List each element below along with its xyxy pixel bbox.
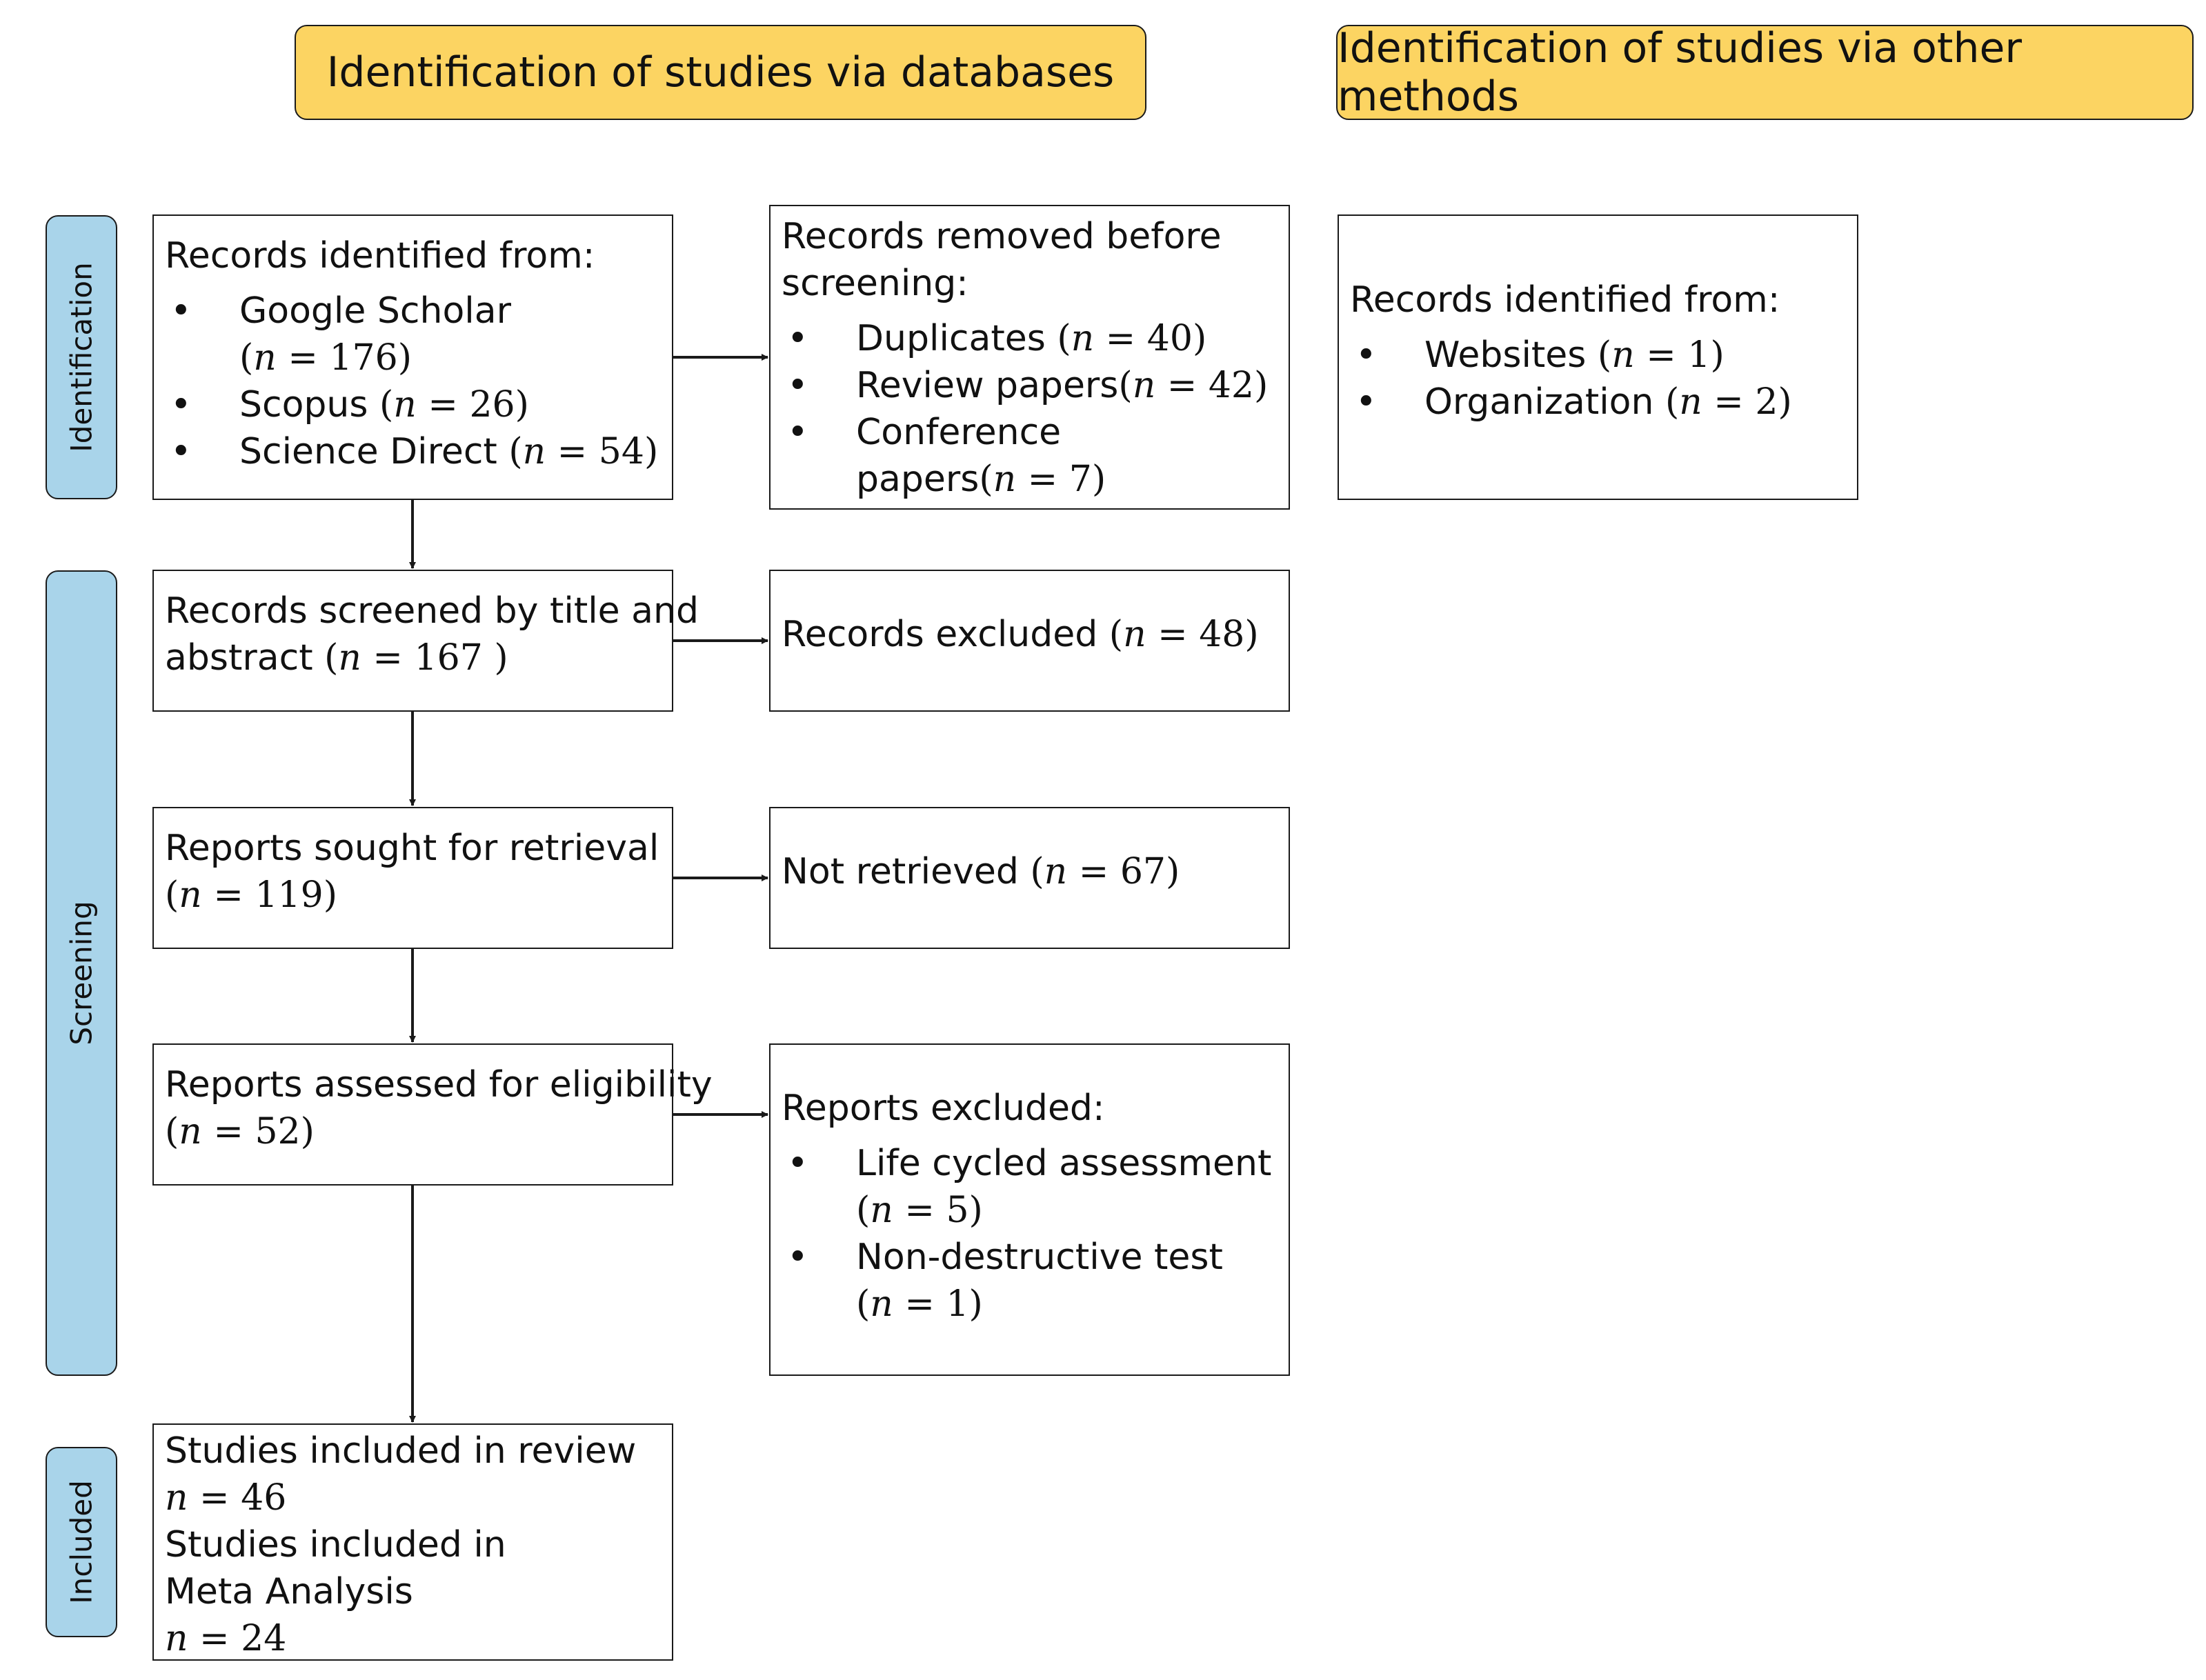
other-records-box: Records identified from: Websites (n = 1… — [1338, 214, 1858, 500]
db-records-title: Records identified from: — [165, 235, 595, 277]
reports-excluded-label: Life cycled assessment — [856, 1143, 1272, 1184]
db-records-box: Records identified from: Google Scholar … — [152, 214, 673, 500]
reports-excluded-box: Reports excluded: Life cycled assessment… — [769, 1043, 1290, 1376]
removed-reason-label-cont: papers(n = 7) — [856, 459, 1106, 500]
list-item: Review papers(n = 42) — [782, 362, 1278, 409]
other-source-label: Organization — [1424, 381, 1654, 423]
reports-excluded-count: (n = 1) — [856, 1283, 983, 1325]
records-screened-line-2: abstract (n = 167 ) — [165, 637, 508, 679]
db-source-count: (n = 54) — [508, 431, 659, 472]
phase-included: Included — [46, 1447, 117, 1637]
not-retrieved-count: (n = 67) — [1030, 851, 1180, 892]
records-excluded-box: Records excluded (n = 48) — [769, 570, 1290, 712]
removed-reason-label: Duplicates — [856, 318, 1046, 359]
reports-sought-count: (n = 119) — [165, 874, 337, 916]
removed-reason-count: (n = 42) — [1118, 365, 1269, 406]
other-records-title: Records identified from: — [1350, 279, 1780, 321]
list-item: Non-destructive test (n = 1) — [782, 1234, 1278, 1328]
other-source-count: (n = 1) — [1597, 334, 1725, 376]
list-item: Life cycled assessment (n = 5) — [782, 1140, 1278, 1234]
list-item: Google Scholar (n = 176) — [165, 288, 661, 381]
header-other-methods: Identification of studies via other meth… — [1336, 24, 2194, 121]
removed-reason-count: (n = 7) — [979, 459, 1106, 500]
records-removed-box: Records removed before screening: Duplic… — [769, 205, 1290, 510]
studies-included-line-1: Studies included in review — [165, 1430, 637, 1472]
other-source-count: (n = 2) — [1665, 381, 1792, 423]
records-excluded-text: Records excluded (n = 48) — [782, 614, 1259, 655]
reports-assessed-count: (n = 52) — [165, 1111, 315, 1152]
list-item: Duplicates (n = 40) — [782, 315, 1278, 362]
records-screened-line-1: Records screened by title and — [165, 590, 699, 632]
phase-identification: Identification — [46, 215, 117, 499]
phase-screening-label: Screening — [64, 901, 99, 1046]
removed-reason-label: Review papers — [856, 365, 1119, 406]
removed-reason-count: (n = 40) — [1057, 318, 1207, 359]
studies-included-box: Studies included in review n = 46 Studie… — [152, 1423, 673, 1661]
db-source-label: Google Scholar — [239, 290, 511, 332]
header-databases: Identification of studies via databases — [295, 25, 1146, 120]
other-source-label: Websites — [1424, 334, 1587, 376]
reports-excluded-label: Non-destructive test — [856, 1237, 1223, 1278]
list-item: Science Direct (n = 54) — [165, 428, 661, 475]
reports-excluded-count: (n = 5) — [856, 1190, 983, 1231]
list-item: Websites (n = 1) — [1350, 332, 1846, 379]
phase-identification-label: Identification — [64, 262, 99, 452]
header-other-methods-text: Identification of studies via other meth… — [1338, 24, 2023, 121]
other-records-list: Websites (n = 1) Organization (n = 2) — [1350, 332, 1846, 426]
reports-sought-box: Reports sought for retrieval (n = 119) — [152, 807, 673, 949]
records-removed-title-2: screening: — [782, 263, 968, 304]
studies-included-line-2: Studies included in — [165, 1524, 506, 1566]
phase-included-label: Included — [64, 1480, 99, 1604]
phase-screening: Screening — [46, 570, 117, 1376]
reports-excluded-title: Reports excluded: — [782, 1088, 1105, 1129]
list-item: Conference papers(n = 7) — [782, 409, 1278, 503]
removed-reason-label: Conference — [856, 412, 1062, 453]
records-screened-count: (n = 167 ) — [324, 637, 508, 679]
not-retrieved-text: Not retrieved (n = 67) — [782, 851, 1180, 892]
records-removed-list: Duplicates (n = 40) Review papers(n = 42… — [782, 315, 1278, 503]
studies-included-meta-count: n = 24 — [165, 1618, 287, 1659]
db-records-list: Google Scholar (n = 176) Scopus (n = 26)… — [165, 288, 661, 475]
studies-included-review-count: n = 46 — [165, 1477, 287, 1519]
records-excluded-count: (n = 48) — [1109, 614, 1259, 655]
reports-excluded-list: Life cycled assessment (n = 5) Non-destr… — [782, 1140, 1278, 1328]
not-retrieved-box: Not retrieved (n = 67) — [769, 807, 1290, 949]
header-databases-text: Identification of studies via databases — [326, 48, 1115, 97]
db-source-count: (n = 176) — [239, 337, 412, 379]
db-source-count: (n = 26) — [379, 384, 529, 426]
reports-assessed-line-1: Reports assessed for eligibility — [165, 1064, 713, 1106]
records-removed-title-1: Records removed before — [782, 216, 1222, 257]
reports-assessed-box: Reports assessed for eligibility (n = 52… — [152, 1043, 713, 1186]
records-screened-box: Records screened by title and abstract (… — [152, 570, 699, 712]
list-item: Organization (n = 2) — [1350, 379, 1846, 426]
studies-included-line-3: Meta Analysis — [165, 1571, 413, 1612]
reports-sought-line-1: Reports sought for retrieval — [165, 828, 659, 869]
db-source-label: Scopus — [239, 384, 368, 426]
list-item: Scopus (n = 26) — [165, 381, 661, 428]
db-source-label: Science Direct — [239, 431, 497, 472]
